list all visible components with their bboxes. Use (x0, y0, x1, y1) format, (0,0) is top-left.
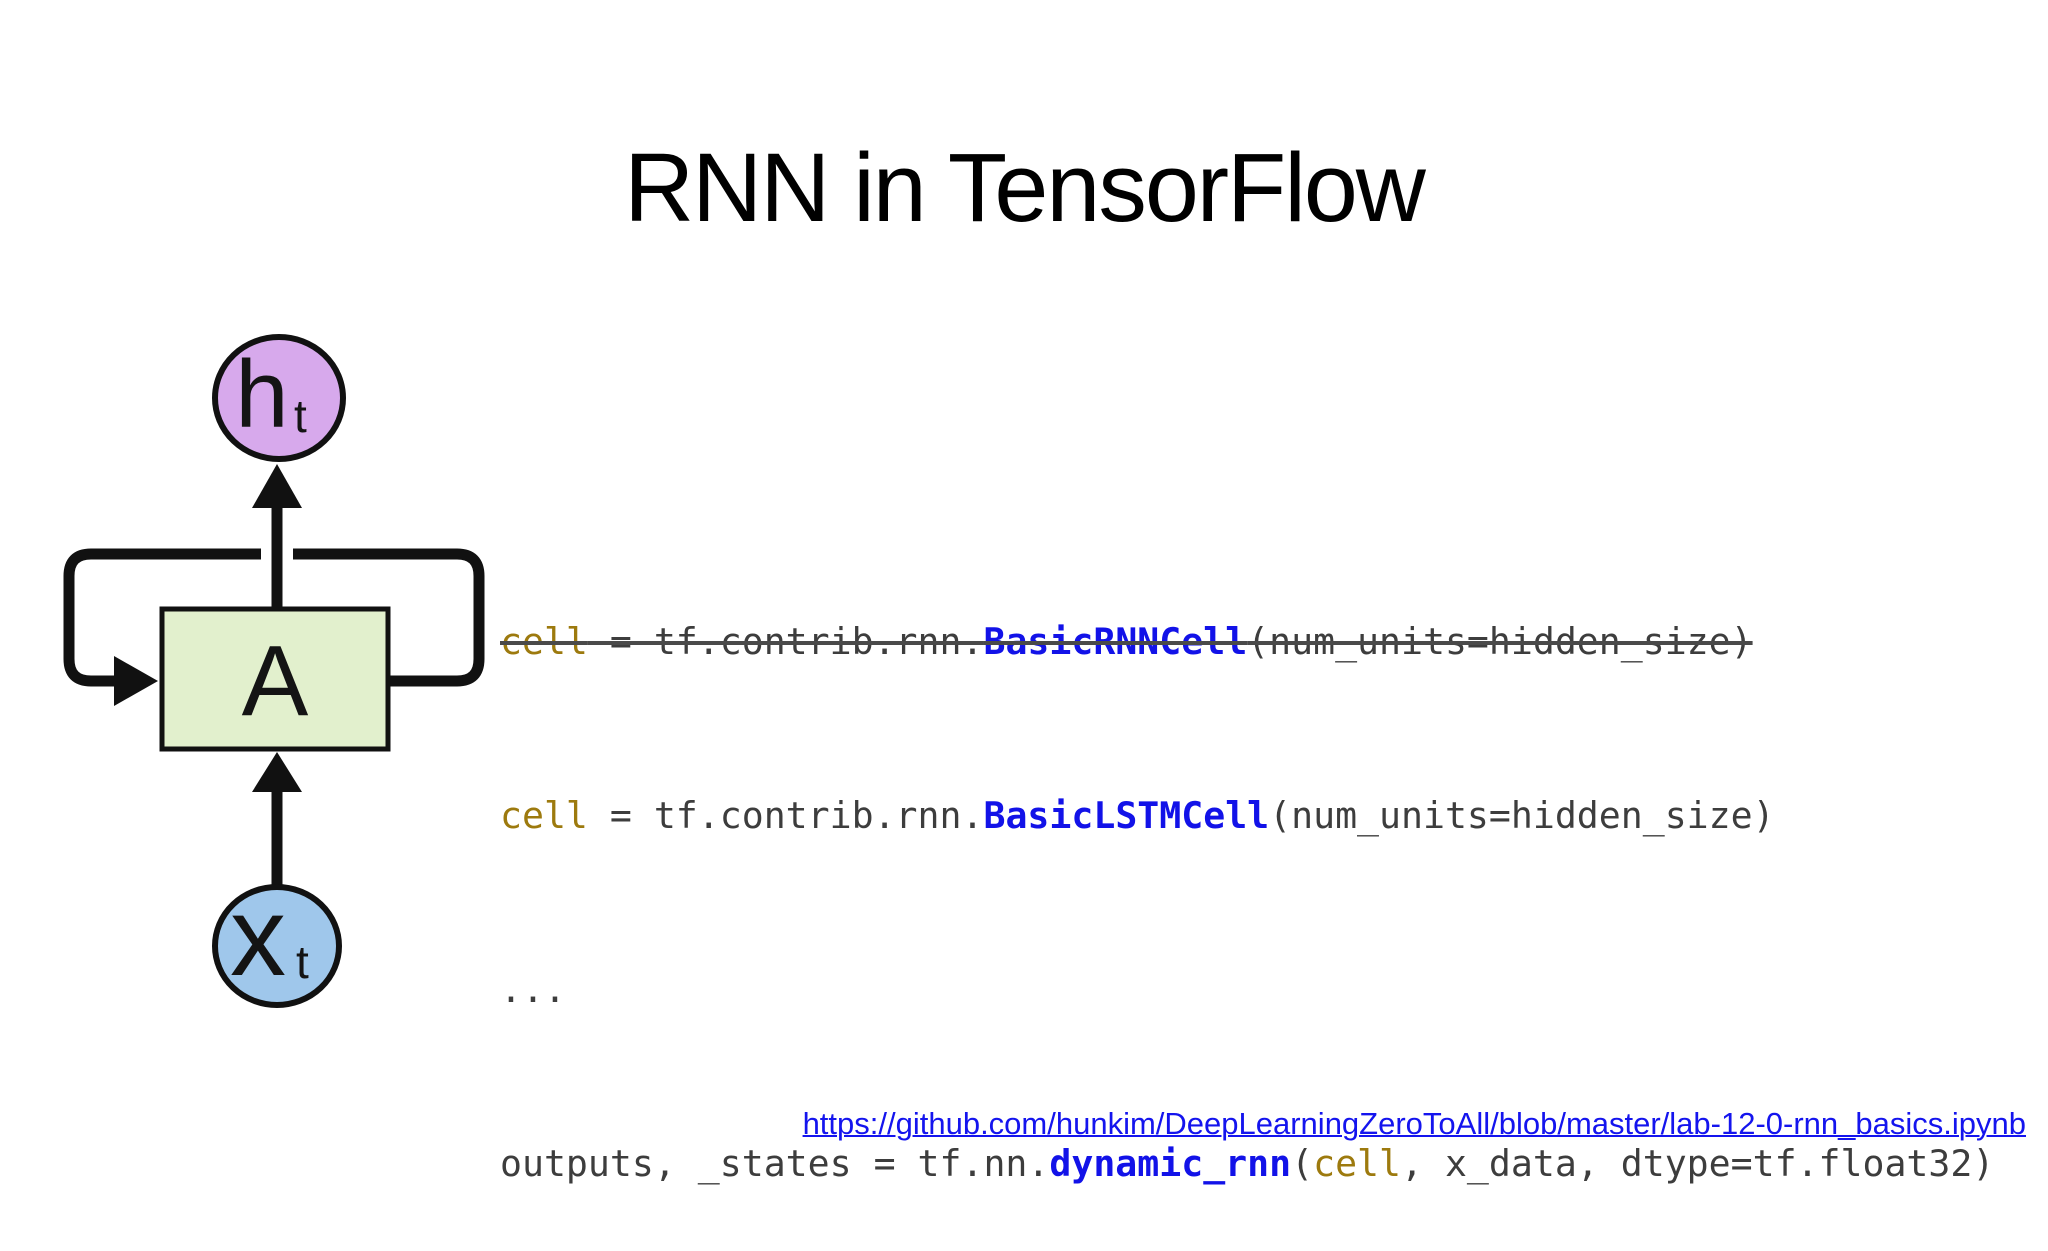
code-line-dynamic-rnn: outputs, _states = tf.nn.dynamic_rnn(cel… (500, 1135, 1994, 1193)
input-node-subscript: t (296, 936, 309, 988)
input-node-label: x (230, 874, 286, 999)
code-line-basic-rnn-cell: cell = tf.contrib.rnn.BasicRNNCell(num_u… (500, 613, 1994, 671)
recurrent-loop-right (293, 548, 485, 687)
code-token: outputs, _states = tf.nn. (500, 1142, 1050, 1185)
code-token: (num_units=hidden_size) (1247, 620, 1753, 663)
code-line-basic-lstm-cell: cell = tf.contrib.rnn.BasicLSTMCell(num_… (500, 787, 1994, 845)
output-arrowhead-icon (252, 464, 302, 508)
code-token: ( (1291, 1142, 1314, 1185)
loop-arrowhead-icon (114, 656, 158, 706)
code-token: BasicLSTMCell (983, 794, 1270, 837)
code-token: , x_data, dtype=tf.float32) (1401, 1142, 1995, 1185)
hidden-state-label: h (235, 341, 288, 448)
cell-box-label: A (242, 625, 309, 737)
code-token: cell (500, 620, 588, 663)
recurrent-loop-left (63, 548, 261, 687)
code-token: = tf.contrib.rnn. (587, 620, 984, 663)
code-token: ... (500, 968, 566, 1011)
code-token: (num_units=hidden_size) (1269, 794, 1775, 837)
slide-title: RNN in TensorFlow (624, 133, 1426, 242)
input-arrowhead-icon (252, 752, 302, 792)
code-token: dynamic_rnn (1049, 1142, 1292, 1185)
hidden-state-subscript: t (294, 390, 307, 442)
code-line-ellipsis: ... (500, 961, 1994, 1019)
rnn-diagram: A h t x t (63, 334, 485, 1008)
code-token: = tf.contrib.rnn. (587, 794, 984, 837)
hidden-state-node (212, 334, 346, 462)
code-token: cell (1313, 1142, 1401, 1185)
source-link[interactable]: https://github.com/hunkim/DeepLearningZe… (802, 1106, 2026, 1141)
slide-canvas: { "slide": { "title": "RNN in TensorFlow… (63, 133, 2026, 1185)
code-token: BasicRNNCell (983, 620, 1248, 663)
cell-box (159, 606, 391, 752)
input-node (212, 884, 342, 1008)
code-token: cell (500, 794, 588, 837)
